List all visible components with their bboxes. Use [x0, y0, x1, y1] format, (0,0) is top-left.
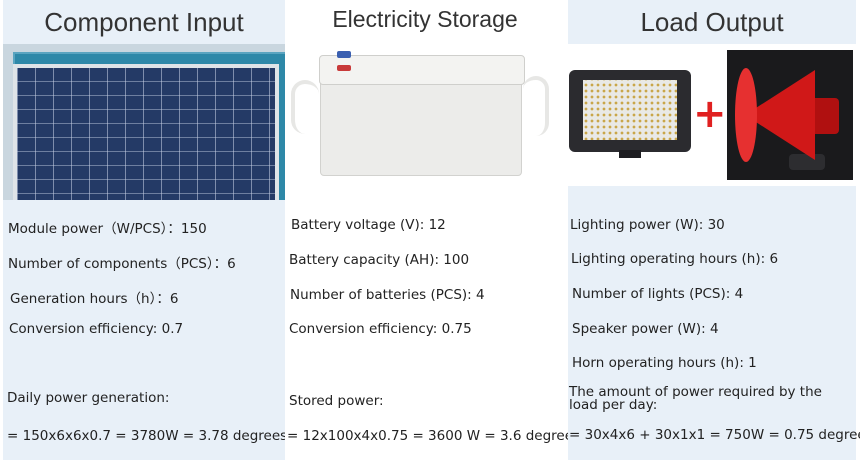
horn-speaker-icon	[727, 50, 853, 180]
generation-hours-text: Generation hours（h）：6	[10, 291, 179, 307]
component-input-title: Component Input	[3, 0, 285, 44]
electricity-storage-title: Electricity Storage	[285, 0, 565, 38]
battery-capacity-text: Battery capacity (AH): 100	[289, 252, 470, 268]
battery-image	[285, 50, 565, 200]
daily-generation-formula: = 150x6x6x0.7 = 3780W = 3.78 degrees	[7, 428, 288, 444]
component-input-panel: Module power（W/PCS）：150 Number of compon…	[3, 200, 288, 460]
speaker-power-text: Speaker power (W): 4	[572, 321, 719, 337]
load-output-section: Load Output + Lighting power (W): 30 Lig…	[565, 0, 860, 460]
required-power-label-line2: load per day:	[569, 397, 658, 413]
component-input-section: Component Input Module power（W/PCS）：150 …	[0, 0, 288, 460]
lighting-hours-text: Lighting operating hours (h): 6	[571, 251, 779, 267]
load-output-panel: Lighting power (W): 30 Lighting operatin…	[568, 186, 860, 460]
electricity-storage-section: Electricity Storage Battery voltage (V):…	[285, 0, 580, 460]
stored-power-formula: = 12x100x4x0.75 = 3600 W = 3.6 degrees	[287, 428, 581, 444]
num-lights-text: Number of lights (PCS): 4	[572, 286, 744, 302]
required-power-label: The amount of power required by the load…	[569, 384, 822, 413]
solar-panel-image	[3, 44, 285, 200]
storage-conversion-efficiency-text: Conversion efficiency: 0.75	[289, 321, 472, 337]
electricity-storage-panel: Battery voltage (V): 12 Battery capacity…	[285, 200, 580, 460]
plus-icon: +	[693, 91, 727, 137]
num-components-text: Number of components（PCS）：6	[8, 256, 236, 272]
required-power-formula: = 30x4x6 + 30x1x1 = 750W = 0.75 degrees	[569, 427, 860, 443]
load-devices-image: +	[565, 50, 860, 180]
stored-power-label: Stored power:	[289, 393, 384, 409]
module-power-text: Module power（W/PCS）：150	[8, 221, 207, 237]
daily-generation-label: Daily power generation:	[7, 390, 170, 406]
lighting-power-text: Lighting power (W): 30	[570, 217, 725, 233]
battery-voltage-text: Battery voltage (V): 12	[291, 217, 446, 233]
horn-hours-text: Horn operating hours (h): 1	[572, 355, 757, 371]
num-batteries-text: Number of batteries (PCS): 4	[290, 287, 485, 303]
required-power-label-line1: The amount of power required by the	[569, 384, 822, 400]
conversion-efficiency-text: Conversion efficiency: 0.7	[9, 321, 184, 337]
load-output-title: Load Output	[568, 0, 856, 44]
floodlight-icon	[569, 70, 691, 158]
